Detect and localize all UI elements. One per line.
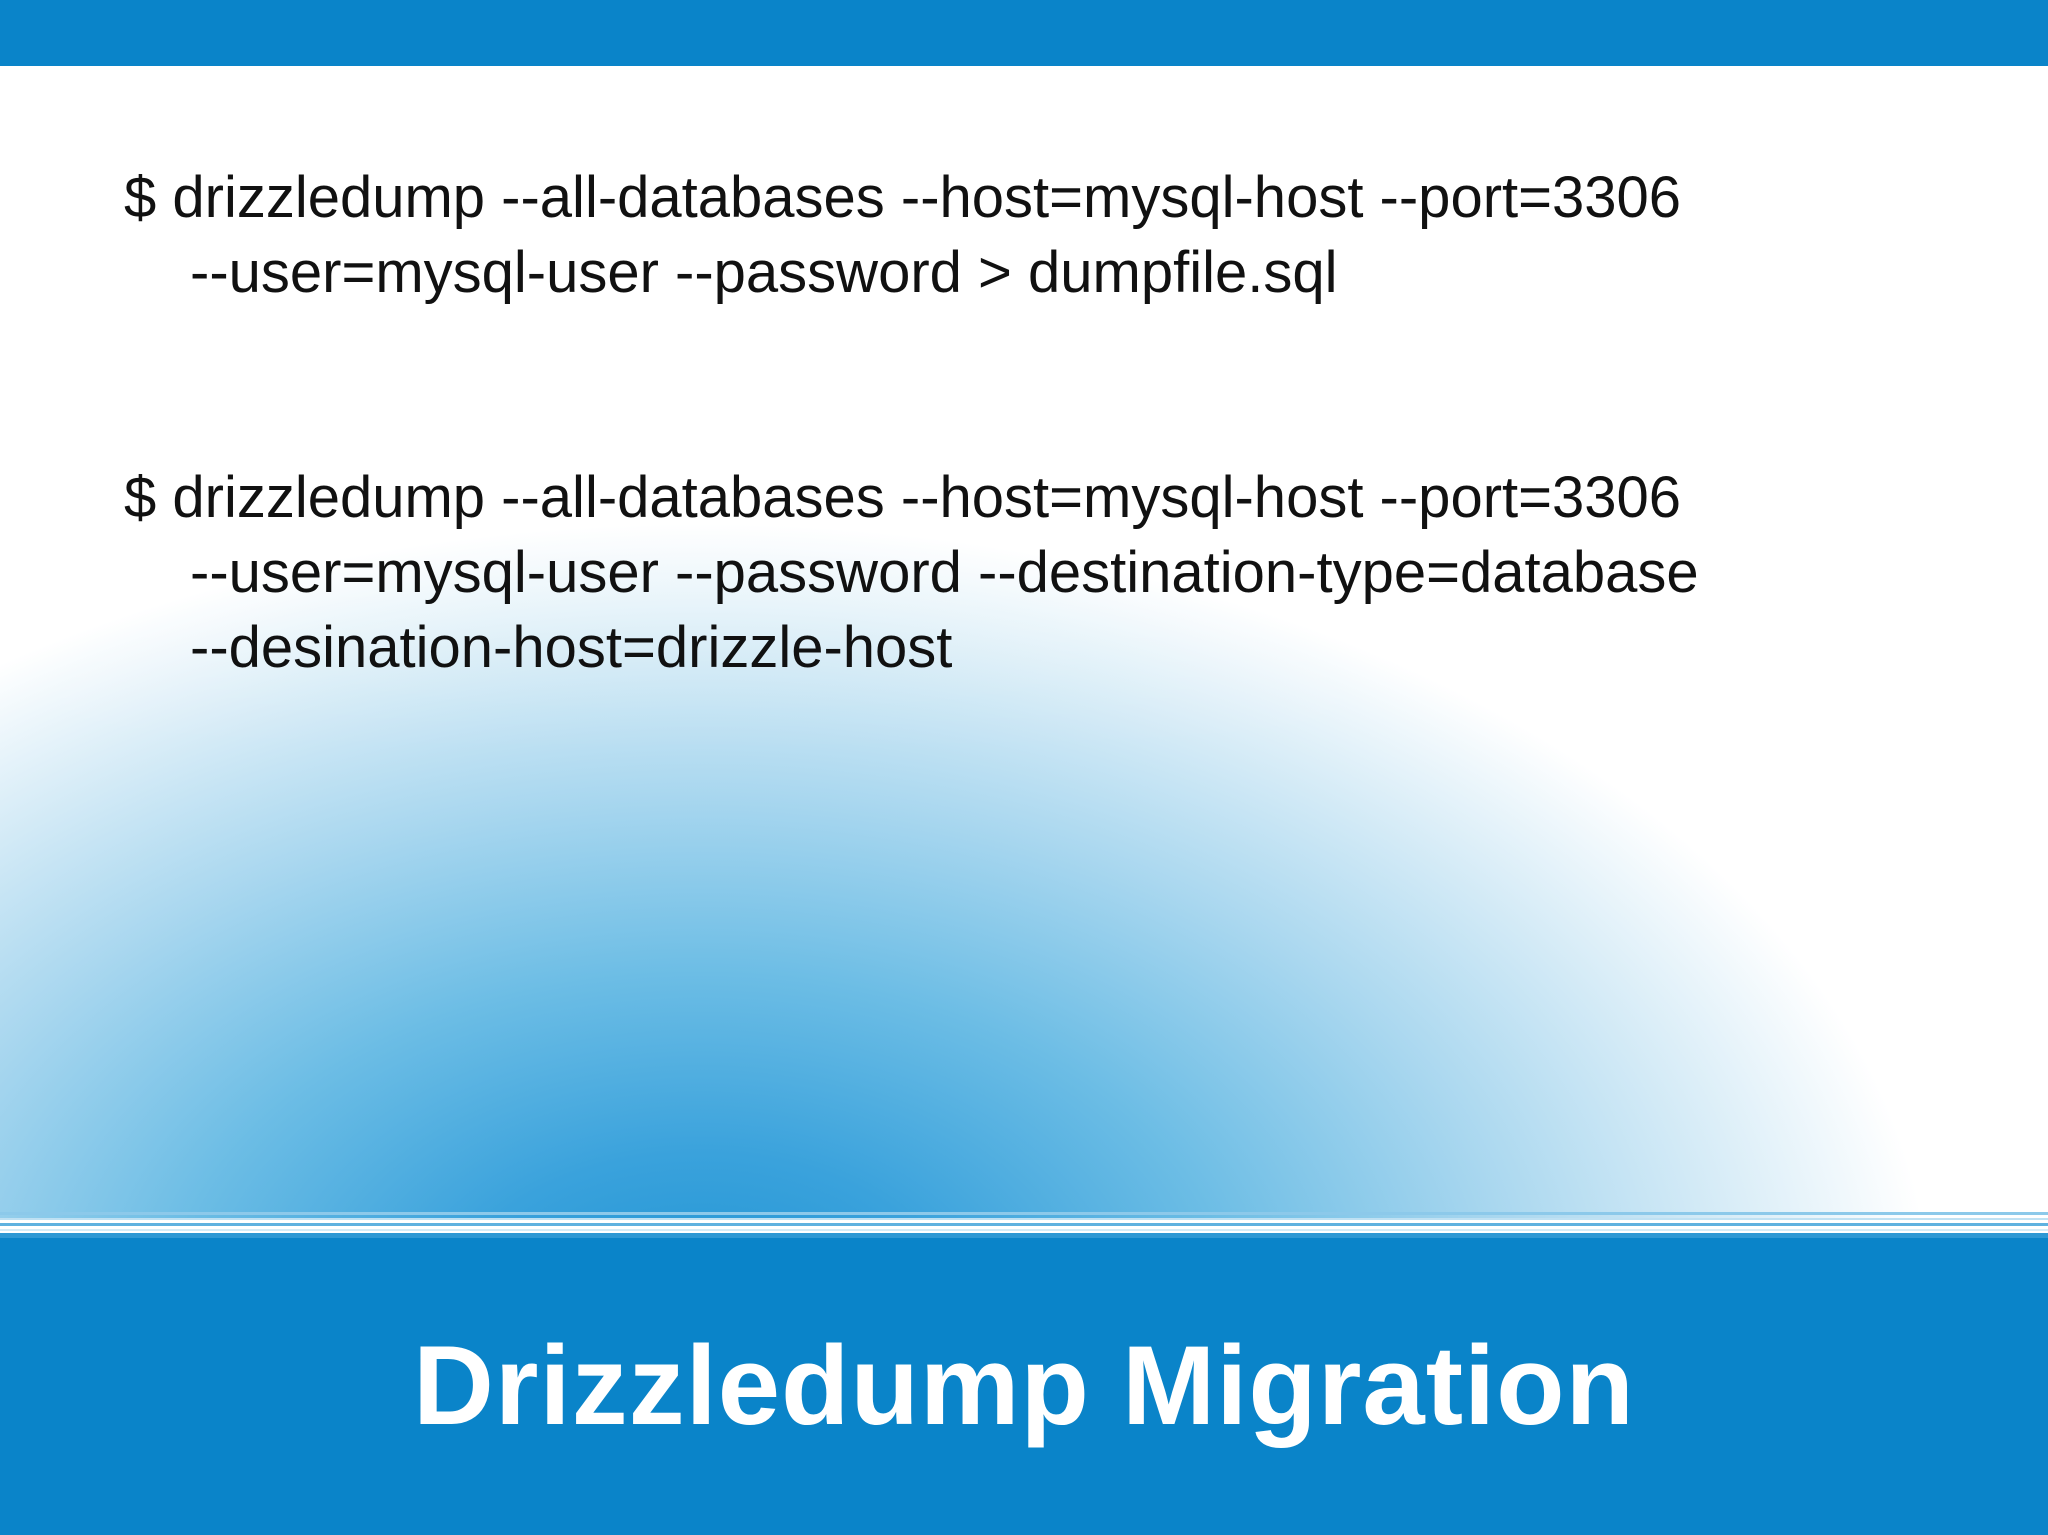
divider-line-4	[0, 1229, 2048, 1231]
divider-line-2	[0, 1218, 2048, 1220]
command-1-line-1: $ drizzledump --all-databases --host=mys…	[124, 165, 1682, 230]
title-band	[0, 1238, 2048, 1535]
content-background	[0, 66, 2048, 1220]
divider-line-1	[0, 1212, 2048, 1215]
slide-title: Drizzledump Migration	[413, 1323, 1635, 1448]
top-accent-bar	[0, 0, 2048, 66]
command-block-1: $ drizzledump --all-databases --host=mys…	[124, 160, 1681, 310]
command-1-line-2: --user=mysql-user --password > dumpfile.…	[190, 240, 1338, 305]
command-block-2: $ drizzledump --all-databases --host=mys…	[124, 460, 1699, 685]
command-2-line-1: $ drizzledump --all-databases --host=mys…	[124, 465, 1682, 530]
divider-line-5	[0, 1233, 2048, 1238]
divider-lines	[0, 1212, 2048, 1238]
divider-line-3	[0, 1223, 2048, 1226]
command-2-line-3: --desination-host=drizzle-host	[190, 615, 953, 680]
command-2-line-2: --user=mysql-user --password --destinati…	[190, 540, 1699, 605]
